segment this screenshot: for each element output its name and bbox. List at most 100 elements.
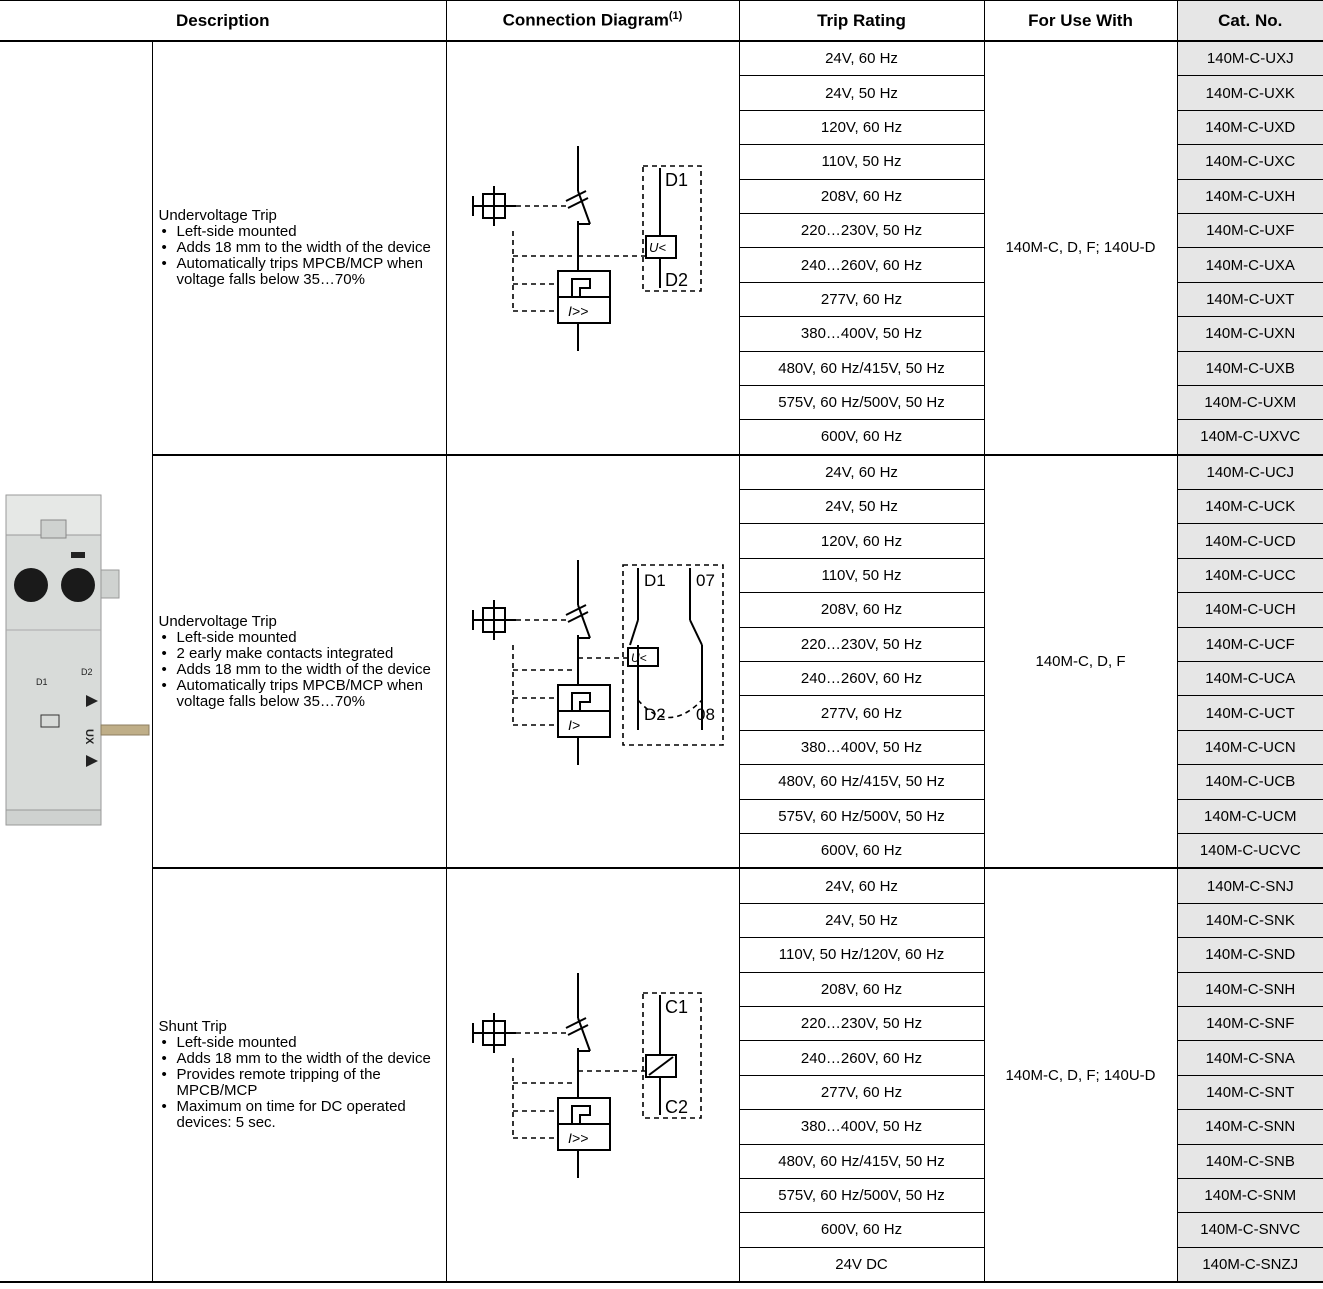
cat-no-cell: 140M-C-SNH: [1176, 972, 1323, 1007]
cat-no-cell: 140M-C-UXF: [1176, 213, 1323, 249]
contact-bottom-label: 08: [696, 705, 715, 724]
trip-rating-cell: 240…260V, 60 Hz: [738, 661, 984, 697]
cat-no-cell: 140M-C-UXH: [1176, 179, 1323, 214]
description-title: Undervoltage Trip: [158, 206, 277, 224]
coil-frame: [641, 992, 702, 1120]
trip-rating-cell: 220…230V, 50 Hz: [738, 1006, 984, 1042]
trip-rating-cell: 480V, 60 Hz/415V, 50 Hz: [738, 1144, 984, 1179]
cat-no-cell: 140M-C-UCT: [1176, 695, 1323, 731]
table-row: 208V, 60 Hz 140M-C-UXH: [0, 179, 1323, 214]
switch-blade: [576, 190, 591, 225]
trip-label: I>: [568, 717, 580, 733]
description-bullet: 2 early make contacts integrated: [159, 645, 442, 662]
header-cat-no: Cat. No.: [1176, 0, 1323, 42]
coil-diagonal: [647, 1056, 674, 1077]
table-row: 240…260V, 60 Hz 140M-C-SNA: [0, 1040, 1323, 1076]
trip-symbol: [570, 1105, 591, 1124]
terminal-bottom-label: D2: [665, 270, 688, 290]
description-bullet: Adds 18 mm to the width of the device: [159, 239, 442, 256]
description-bullets: Left-side mountedAdds 18 mm to the width…: [159, 1035, 442, 1131]
description-bullet: Adds 18 mm to the width of the device: [159, 1051, 442, 1068]
coil-box: [626, 646, 659, 667]
trip-box-top: [556, 683, 611, 712]
trip-label: I>>: [568, 1130, 588, 1146]
description-title: Shunt Trip: [158, 1018, 227, 1036]
header-description: Description: [0, 0, 446, 42]
contact-top-label: 07: [696, 571, 715, 590]
for-use-with-cell: 140M-C, D, F: [983, 454, 1177, 870]
table-row: 480V, 60 Hz/415V, 50 Hz 140M-C-SNB: [0, 1144, 1323, 1179]
trip-rating-cell: 208V, 60 Hz: [738, 179, 984, 214]
trip-rating-cell: 575V, 60 Hz/500V, 50 Hz: [738, 385, 984, 421]
table-row: 575V, 60 Hz/500V, 50 Hz 140M-C-UXM: [0, 385, 1323, 421]
label-d1: D1: [36, 677, 48, 687]
cat-no-cell: 140M-C-UCF: [1176, 627, 1323, 663]
description-bullets: Left-side mounted2 early make contacts i…: [159, 629, 442, 710]
trip-rating-cell: 220…230V, 50 Hz: [738, 627, 984, 663]
terminal-top-label: D1: [644, 571, 666, 590]
indicator-slot: [70, 551, 85, 558]
coil-box: [644, 234, 677, 259]
trip-rating-cell: 120V, 60 Hz: [738, 523, 984, 559]
trip-rating-cell: 24V, 50 Hz: [738, 903, 984, 939]
table-row: 240…260V, 60 Hz 140M-C-UXA: [0, 247, 1323, 283]
trip-rating-cell: 600V, 60 Hz: [738, 833, 984, 870]
header-connection-diagram: Connection Diagram(1): [445, 0, 739, 42]
trip-box-bottom: [556, 1123, 611, 1152]
header-connection-diagram-label: Connection Diagram: [502, 10, 669, 30]
switch-blade: [576, 604, 591, 638]
switch-mark-2: [567, 610, 588, 623]
cat-no-cell: 140M-C-SNB: [1176, 1144, 1323, 1179]
link-arc: [636, 698, 703, 718]
trip-rating-cell: 240…260V, 60 Hz: [738, 1040, 984, 1076]
arrow-1: [85, 694, 98, 707]
cat-no-cell: 140M-C-UXM: [1176, 385, 1323, 421]
table-row: Shunt TripLeft-side mountedAdds 18 mm to…: [0, 868, 1323, 1284]
trip-rating-cell: 575V, 60 Hz/500V, 50 Hz: [738, 799, 984, 834]
cat-no-cell: 140M-C-SNA: [1176, 1040, 1323, 1076]
trip-rating-cell: 110V, 50 Hz: [738, 144, 984, 180]
table-row: 575V, 60 Hz/500V, 50 Hz 140M-C-UCM: [0, 799, 1323, 834]
cat-no-cell: 140M-C-SNZJ: [1176, 1247, 1323, 1284]
cat-no-cell: 140M-C-UCA: [1176, 661, 1323, 697]
cat-no-cell: 140M-C-SNK: [1176, 903, 1323, 939]
description-bullet: Automatically trips MPCB/MCP when voltag…: [159, 255, 442, 288]
trip-rating-cell: 480V, 60 Hz/415V, 50 Hz: [738, 351, 984, 386]
trip-rating-cell: 240…260V, 60 Hz: [738, 247, 984, 283]
cat-no-cell: 140M-C-SNVC: [1176, 1212, 1323, 1248]
header-trip-rating: Trip Rating: [738, 0, 984, 42]
device-body: [5, 494, 102, 826]
coil-frame: [621, 563, 724, 746]
coil-label: U<: [631, 651, 647, 665]
cat-no-cell: 140M-C-SNJ: [1176, 868, 1323, 904]
label-d2: D2: [81, 667, 93, 677]
mini-schematic: [40, 714, 60, 728]
trip-symbol: [570, 691, 591, 710]
switch-mark-2: [567, 196, 588, 209]
cat-no-cell: 140M-C-UCM: [1176, 799, 1323, 834]
switch-mark-1: [565, 189, 586, 202]
cat-no-cell: 140M-C-UCK: [1176, 489, 1323, 525]
cat-no-cell: 140M-C-SNM: [1176, 1178, 1323, 1214]
cat-no-cell: 140M-C-UXA: [1176, 247, 1323, 283]
description-bullet: Provides remote tripping of the MPCB/MCP: [159, 1067, 442, 1099]
trip-symbol: [570, 277, 591, 296]
trip-rating-cell: 600V, 60 Hz: [738, 419, 984, 456]
description-cell: Shunt TripLeft-side mountedAdds 18 mm to…: [151, 868, 446, 1284]
description-bullet: Adds 18 mm to the width of the device: [159, 661, 442, 678]
